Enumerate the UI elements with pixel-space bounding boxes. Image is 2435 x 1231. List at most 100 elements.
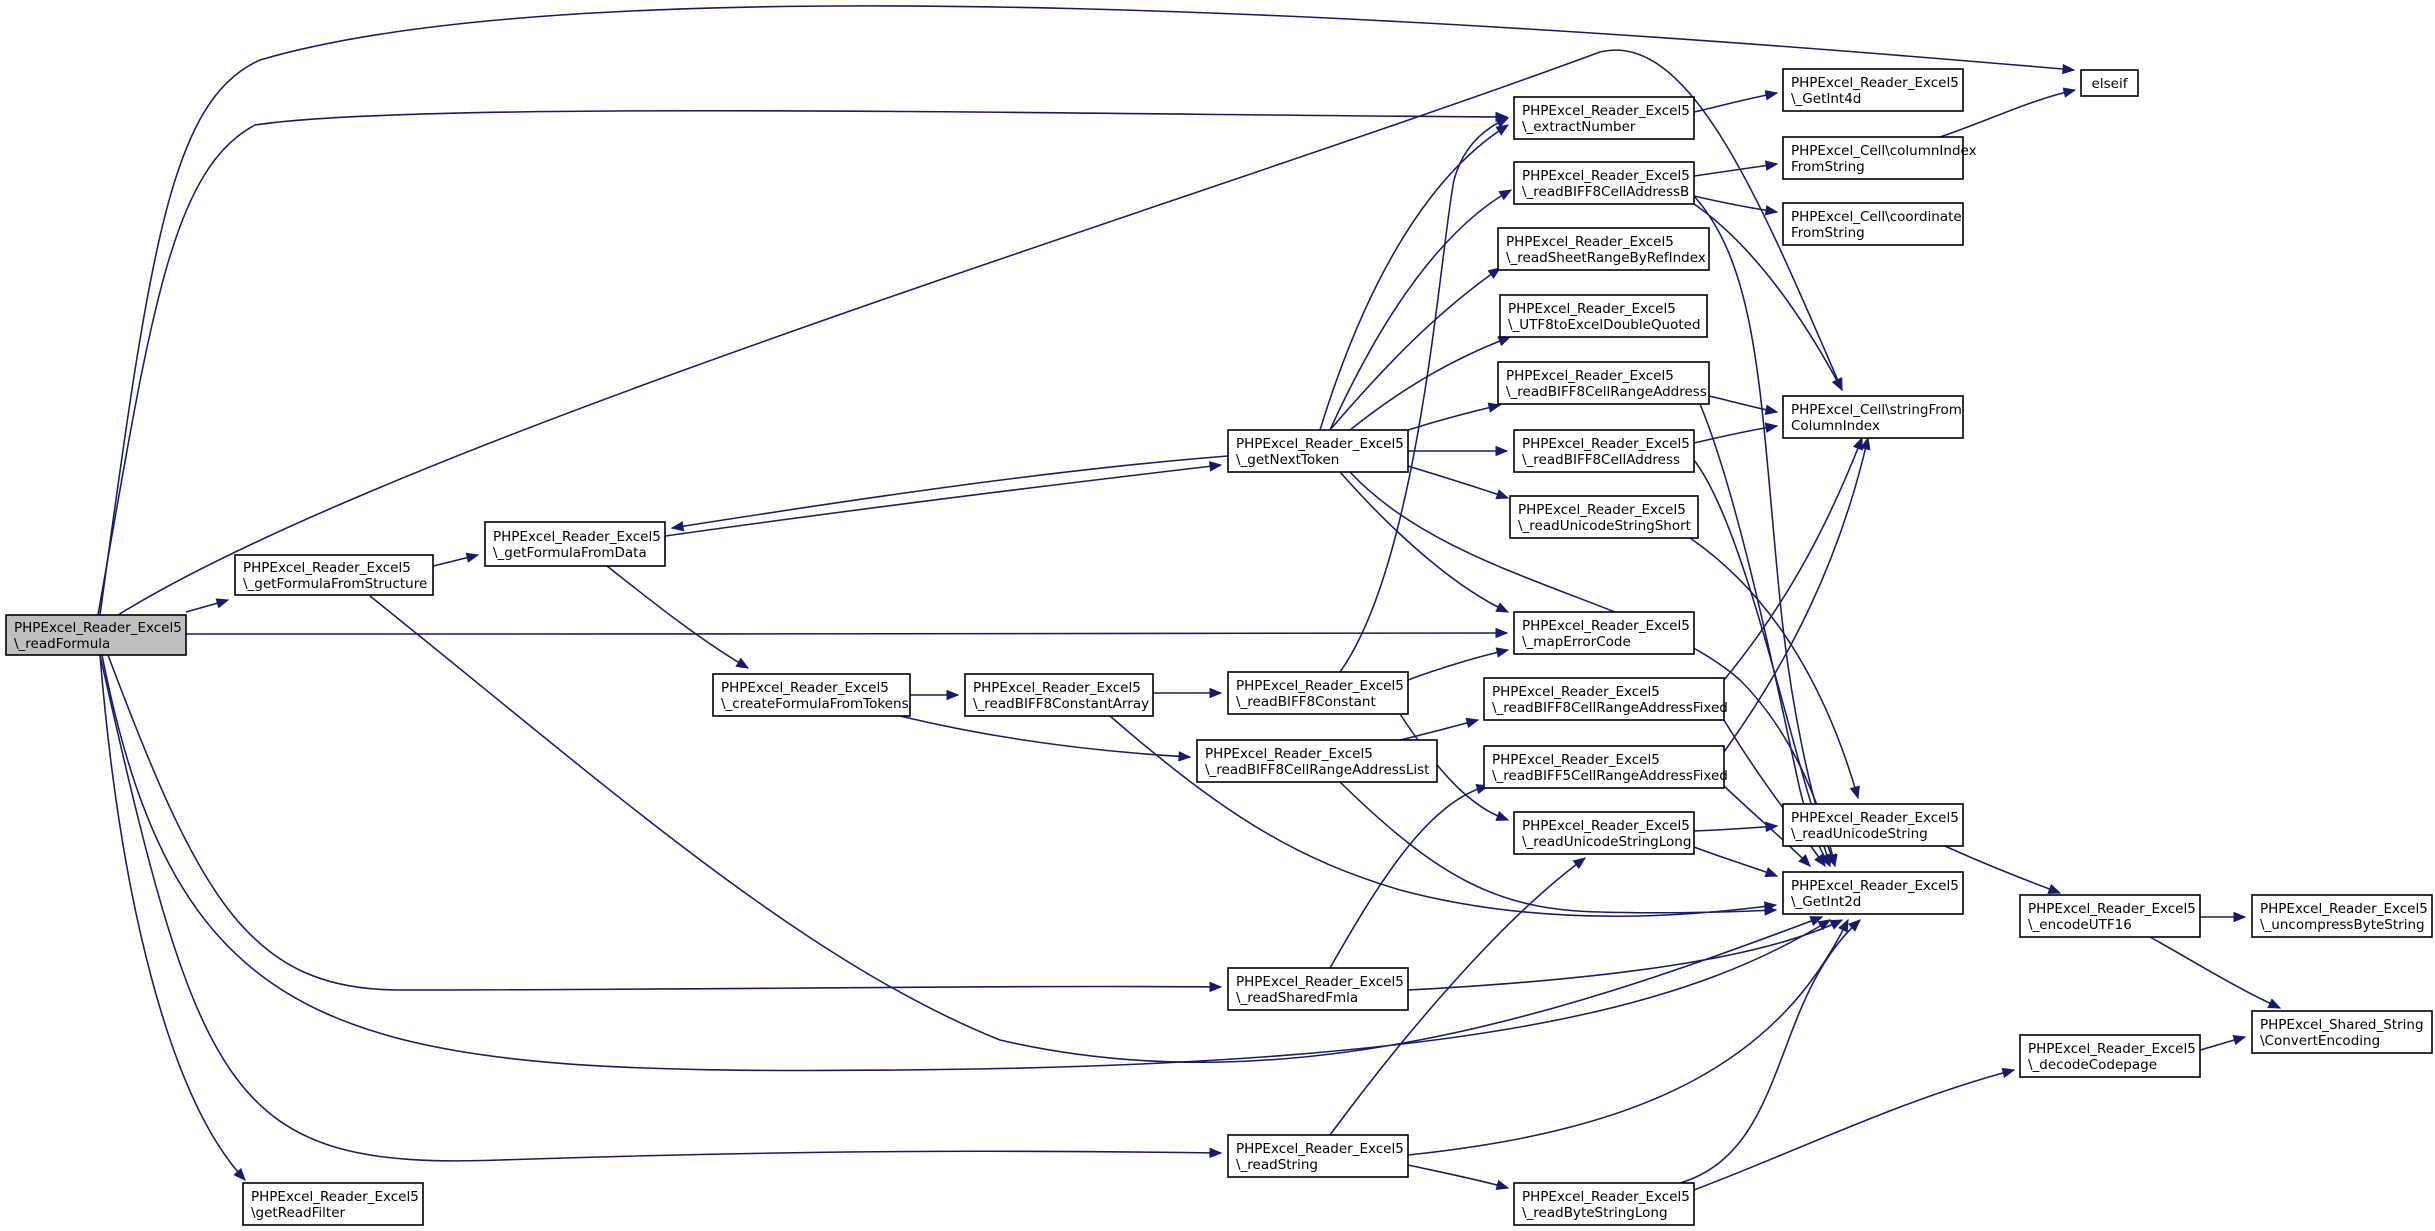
- edge-decodeCodepage-to-ConvertEncoding: [2199, 1035, 2247, 1051]
- edge-arrowhead: [1849, 785, 1860, 800]
- edge-readFormula-to-getReadFilter: [99, 654, 246, 1181]
- node-readUnicodeStringLong[interactable]: PHPExcel_Reader_Excel5\_readUnicodeStrin…: [1513, 811, 1695, 855]
- node-readString[interactable]: PHPExcel_Reader_Excel5\_readString: [1227, 1134, 1409, 1178]
- edge-readBIFF8CellRangeAddress-to-stringFromColumnIndex: [1708, 395, 1779, 416]
- node-readBIFF8ConstantArray[interactable]: PHPExcel_Reader_Excel5\_readBIFF8Constan…: [964, 673, 1154, 717]
- edge-arrowhead: [2062, 63, 2076, 75]
- node-readSharedFmla[interactable]: PHPExcel_Reader_Excel5\_readSharedFmla: [1227, 967, 1409, 1011]
- node-getFormulaFromStructure[interactable]: PHPExcel_Reader_Excel5\_getFormulaFromSt…: [234, 554, 434, 596]
- node-box: [2080, 69, 2139, 97]
- node-box: [1196, 739, 1438, 783]
- edge-arrowhead: [1764, 867, 1779, 878]
- node-getReadFilter[interactable]: PHPExcel_Reader_Excel5\getReadFilter: [242, 1182, 424, 1226]
- edge-arrowhead: [2232, 1035, 2247, 1046]
- node-box: [484, 521, 666, 567]
- edge-arrowhead: [1495, 1179, 1510, 1190]
- node-label-line: PHPExcel_Reader_Excel5: [1506, 234, 1674, 250]
- edge-encodeUTF16-to-uncompressByteString: [2200, 911, 2247, 923]
- node-box: [1483, 677, 1725, 721]
- edge-line: [185, 632, 1508, 635]
- node-readBIFF8CellAddress[interactable]: PHPExcel_Reader_Excel5\_readBIFF8CellAdd…: [1513, 429, 1695, 473]
- edge-line: [1339, 117, 1509, 673]
- edge-getNextToken-to-extractNumber: [1319, 124, 1510, 431]
- node-box: [2251, 894, 2433, 938]
- edge-arrowhead: [1764, 404, 1779, 416]
- edge-arrowhead: [1848, 919, 1861, 932]
- node-elseif[interactable]: elseif: [2080, 69, 2139, 97]
- node-label-line: \_getFormulaFromData: [493, 545, 647, 561]
- edge-arrowhead: [1764, 905, 1778, 916]
- node-label-line: \_GetInt2d: [1791, 894, 1861, 910]
- node-readByteStringLong[interactable]: PHPExcel_Reader_Excel5\_readByteStringLo…: [1513, 1182, 1695, 1226]
- node-readBIFF8CellRangeAddress[interactable]: PHPExcel_Reader_Excel5\_readBIFF8CellRan…: [1497, 361, 1710, 405]
- node-label-line: PHPExcel_Reader_Excel5: [1236, 678, 1404, 694]
- node-getFormulaFromData[interactable]: PHPExcel_Reader_Excel5\_getFormulaFromDa…: [484, 521, 666, 567]
- node-box: [234, 554, 434, 596]
- node-readBIFF8CellAddressB[interactable]: PHPExcel_Reader_Excel5\_readBIFF8CellAdd…: [1513, 161, 1695, 205]
- node-label-line: PHPExcel_Reader_Excel5: [2260, 901, 2428, 917]
- node-ConvertEncoding[interactable]: PHPExcel_Shared_String\ConvertEncoding: [2251, 1010, 2433, 1054]
- node-label-line: PHPExcel_Reader_Excel5: [1791, 878, 1959, 894]
- node-GetInt4d[interactable]: PHPExcel_Reader_Excel5\_GetInt4d: [1782, 68, 1964, 112]
- node-label-line: FromString: [1791, 225, 1865, 241]
- node-label-line: PHPExcel_Reader_Excel5: [973, 680, 1141, 696]
- edge-readString-to-readByteStringLong: [1407, 1164, 1510, 1190]
- edge-line: [1693, 92, 1778, 113]
- edge-readString-to-GetInt2d: [1407, 918, 1849, 1156]
- node-uncompressByteString[interactable]: PHPExcel_Reader_Excel5\_uncompressByteSt…: [2251, 894, 2433, 938]
- edge-getNextToken-to-readSheetRangeByRefIndex: [1329, 267, 1502, 431]
- node-label-line: FromString: [1791, 159, 1865, 175]
- edge-arrowhead: [233, 1167, 246, 1181]
- node-extractNumber[interactable]: PHPExcel_Reader_Excel5\_extractNumber: [1513, 96, 1695, 140]
- node-createFormulaFromTokens[interactable]: PHPExcel_Reader_Excel5\_createFormulaFro…: [712, 673, 911, 717]
- edge-extractNumber-to-GetInt4d: [1693, 90, 1779, 113]
- node-box: [1782, 803, 1964, 847]
- edge-line: [101, 654, 1831, 1072]
- node-readUnicodeStringShort[interactable]: PHPExcel_Reader_Excel5\_readUnicodeStrin…: [1509, 495, 1699, 539]
- edge-arrowhead: [1495, 627, 1509, 639]
- node-label-line: \_readUnicodeStringLong: [1522, 834, 1691, 850]
- node-label-line: \_readUnicodeString: [1791, 826, 1928, 842]
- node-readSheetRangeByRefIndex[interactable]: PHPExcel_Reader_Excel5\_readSheetRangeBy…: [1497, 227, 1710, 271]
- node-mapErrorCode[interactable]: PHPExcel_Reader_Excel5\_mapErrorCode: [1513, 611, 1695, 655]
- node-readBIFF8CellRangeAddressList[interactable]: PHPExcel_Reader_Excel5\_readBIFF8CellRan…: [1196, 739, 1438, 783]
- node-label-line: \_createFormulaFromTokens: [721, 696, 909, 712]
- edge-arrowhead: [2233, 911, 2247, 923]
- edge-arrowhead: [1495, 489, 1510, 500]
- edge-arrowhead: [1764, 422, 1779, 433]
- node-encodeUTF16[interactable]: PHPExcel_Reader_Excel5\_encodeUTF16: [2019, 894, 2201, 938]
- node-readBIFF8Constant[interactable]: PHPExcel_Reader_Excel5\_readBIFF8Constan…: [1227, 671, 1409, 715]
- edge-line: [1349, 471, 1836, 867]
- node-decodeCodepage[interactable]: PHPExcel_Reader_Excel5\_decodeCodepage: [2019, 1034, 2201, 1078]
- node-readUnicodeString[interactable]: PHPExcel_Reader_Excel5\_readUnicodeStrin…: [1782, 803, 1964, 847]
- edge-arrowhead: [1764, 205, 1779, 216]
- node-label-line: \_readBIFF8ConstantArray: [973, 696, 1149, 712]
- node-getNextToken[interactable]: PHPExcel_Reader_Excel5\_getNextToken: [1227, 429, 1409, 473]
- edge-line: [1407, 919, 1843, 991]
- edge-getNextToken-to-readUnicodeStringShort: [1407, 465, 1510, 500]
- edges-layer: [97, 5, 2282, 1191]
- node-readFormula[interactable]: PHPExcel_Reader_Excel5\_readFormula: [5, 614, 187, 656]
- edge-readByteStringLong-to-GetInt2d: [1679, 919, 1861, 1184]
- edge-arrowhead: [1497, 336, 1512, 347]
- edge-line: [369, 595, 1823, 1064]
- edge-readBIFF8CellAddress-to-stringFromColumnIndex: [1693, 422, 1779, 444]
- edge-arrowhead: [1814, 853, 1826, 868]
- edge-arrowhead: [1829, 919, 1844, 930]
- node-UTF8toExcelDoubleQuoted[interactable]: PHPExcel_Reader_Excel5\_UTF8toExcelDoubl…: [1499, 294, 1708, 338]
- edge-arrowhead: [1487, 402, 1502, 413]
- edge-line: [1689, 537, 1859, 799]
- edge-line: [1407, 1164, 1509, 1189]
- node-label-line: PHPExcel_Reader_Excel5: [1492, 752, 1660, 768]
- node-label-line: PHPExcel_Reader_Excel5: [251, 1189, 419, 1205]
- edge-line: [1339, 781, 1777, 914]
- edge-arrowhead: [1495, 647, 1510, 658]
- edge-arrowhead: [735, 657, 750, 669]
- node-GetInt2d[interactable]: PHPExcel_Reader_Excel5\_GetInt2d: [1782, 871, 1964, 915]
- node-readBIFF8CellRangeAddressFixed[interactable]: PHPExcel_Reader_Excel5\_readBIFF8CellRan…: [1483, 677, 1728, 721]
- node-readBIFF5CellRangeAddressFixed[interactable]: PHPExcel_Reader_Excel5\_readBIFF5CellRan…: [1483, 745, 1728, 789]
- node-box: [1782, 202, 1964, 246]
